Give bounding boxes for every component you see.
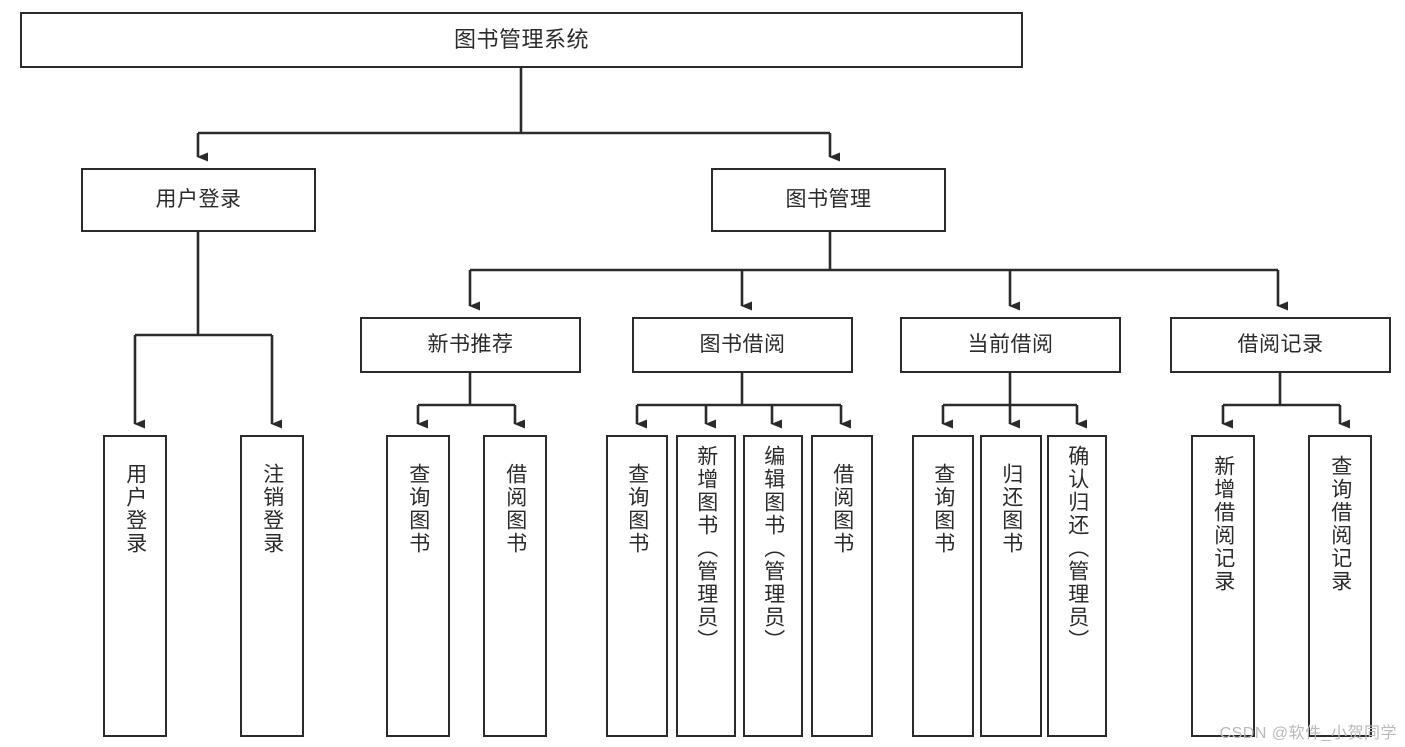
node-leaf-borrow-book-1[interactable]: 借阅图书 bbox=[483, 435, 547, 737]
node-leaf-query-book-1-label: 查询图书 bbox=[406, 463, 430, 555]
node-root[interactable]: 图书管理系统 bbox=[20, 12, 1023, 68]
node-leaf-add-book-label: 新增图书（管理员） bbox=[694, 445, 718, 652]
node-leaf-logout-label: 注销登录 bbox=[260, 463, 284, 555]
node-leaf-borrow-book-1-label: 借阅图书 bbox=[503, 463, 527, 555]
node-leaf-edit-book[interactable]: 编辑图书（管理员） bbox=[743, 435, 803, 737]
node-leaf-query-book-3[interactable]: 查询图书 bbox=[912, 435, 974, 737]
node-user-login[interactable]: 用户登录 bbox=[81, 168, 316, 232]
node-leaf-edit-book-label: 编辑图书（管理员） bbox=[761, 445, 785, 652]
node-leaf-query-book-1[interactable]: 查询图书 bbox=[386, 435, 450, 737]
node-user-login-label: 用户登录 bbox=[155, 187, 242, 211]
node-root-label: 图书管理系统 bbox=[453, 27, 589, 53]
node-leaf-query-record-label: 查询借阅记录 bbox=[1328, 455, 1352, 593]
node-leaf-return-book[interactable]: 归还图书 bbox=[980, 435, 1042, 737]
node-new-book-rec-label: 新书推荐 bbox=[427, 332, 514, 356]
node-leaf-user-login-label: 用户登录 bbox=[123, 463, 147, 555]
node-book-borrow[interactable]: 图书借阅 bbox=[632, 317, 853, 373]
node-book-borrow-label: 图书借阅 bbox=[699, 332, 786, 356]
node-leaf-add-record[interactable]: 新增借阅记录 bbox=[1191, 435, 1255, 737]
node-leaf-add-book[interactable]: 新增图书（管理员） bbox=[676, 435, 736, 737]
node-leaf-user-login[interactable]: 用户登录 bbox=[103, 435, 167, 737]
node-book-manage[interactable]: 图书管理 bbox=[711, 168, 946, 232]
node-current-borrow-label: 当前借阅 bbox=[967, 332, 1054, 356]
node-borrow-record[interactable]: 借阅记录 bbox=[1170, 317, 1391, 373]
node-leaf-logout[interactable]: 注销登录 bbox=[240, 435, 304, 737]
node-leaf-confirm-return-label: 确认归还（管理员） bbox=[1065, 445, 1089, 652]
node-borrow-record-label: 借阅记录 bbox=[1237, 332, 1324, 356]
node-leaf-confirm-return[interactable]: 确认归还（管理员） bbox=[1047, 435, 1107, 737]
node-leaf-borrow-book-2-label: 借阅图书 bbox=[830, 463, 854, 555]
node-leaf-add-record-label: 新增借阅记录 bbox=[1211, 455, 1235, 593]
node-current-borrow[interactable]: 当前借阅 bbox=[900, 317, 1121, 373]
node-leaf-query-book-2-label: 查询图书 bbox=[625, 463, 649, 555]
node-leaf-query-book-2[interactable]: 查询图书 bbox=[606, 435, 668, 737]
csdn-watermark: CSDN @软件_小贺同学 bbox=[1219, 725, 1397, 742]
node-leaf-borrow-book-2[interactable]: 借阅图书 bbox=[811, 435, 873, 737]
node-leaf-query-book-3-label: 查询图书 bbox=[931, 463, 955, 555]
node-leaf-query-record[interactable]: 查询借阅记录 bbox=[1308, 435, 1372, 737]
node-book-manage-label: 图书管理 bbox=[785, 187, 872, 211]
node-new-book-rec[interactable]: 新书推荐 bbox=[360, 317, 581, 373]
node-leaf-return-book-label: 归还图书 bbox=[999, 463, 1023, 555]
